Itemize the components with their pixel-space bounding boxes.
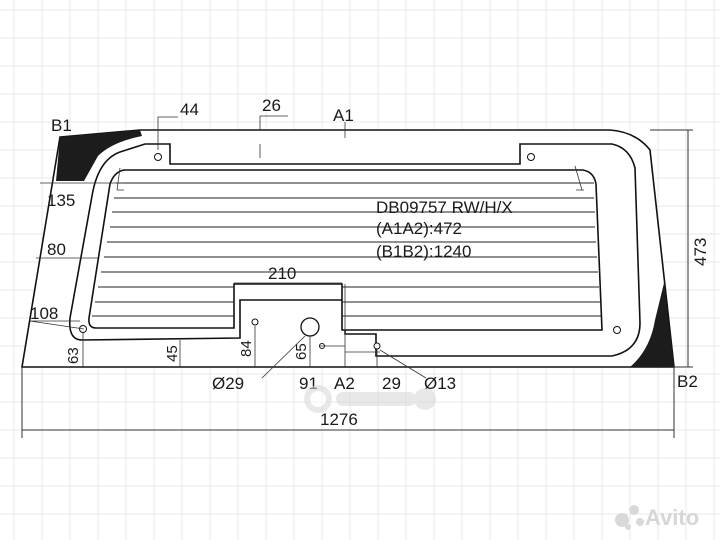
label-a2: A2 [334,374,355,393]
dim-80: 80 [47,240,66,259]
ceramic-corner-top-left [56,130,142,181]
heating-area [88,169,603,331]
hole-bottom-right [613,326,621,334]
hole-top-right [527,153,535,161]
dim-1276: 1276 [320,410,358,429]
label-b2: B2 [677,372,698,391]
heating-lines [92,182,601,317]
ceramic-corner-bottom-right [630,283,674,367]
dim-210: 210 [268,264,296,283]
dim-dia13: Ø13 [424,374,456,393]
dim-84: 84 [238,340,255,357]
label-b1: B1 [51,116,72,135]
label-a1: A1 [333,106,354,125]
avito-watermark: Avito [615,505,699,530]
hole-top-left [154,153,162,161]
part-code: DB09757 RW/H/X [376,198,513,217]
dim-63: 63 [65,347,82,364]
dim-dia29: Ø29 [212,374,244,393]
avito-brand: Avito [645,505,699,530]
part-b1b2: (B1B2):1240 [376,242,471,261]
dim-44: 44 [180,100,199,119]
hole-small-13 [373,342,381,350]
dim-65: 65 [293,343,310,360]
hole-small-84 [251,318,259,326]
avito-logo-icon [615,505,644,530]
watermark-logo-icon [304,385,436,413]
connector-right [574,165,584,191]
dim-108: 108 [30,304,58,323]
hole-wiper [300,317,320,337]
dim-45: 45 [164,345,181,362]
dim-29: 29 [382,374,401,393]
dim-473: 473 [691,238,710,266]
part-a1a2: (A1A2):472 [376,219,462,238]
dimension-lines [21,115,693,438]
dim-135: 135 [47,191,75,210]
dim-26: 26 [262,96,281,115]
connector-left [116,167,124,191]
